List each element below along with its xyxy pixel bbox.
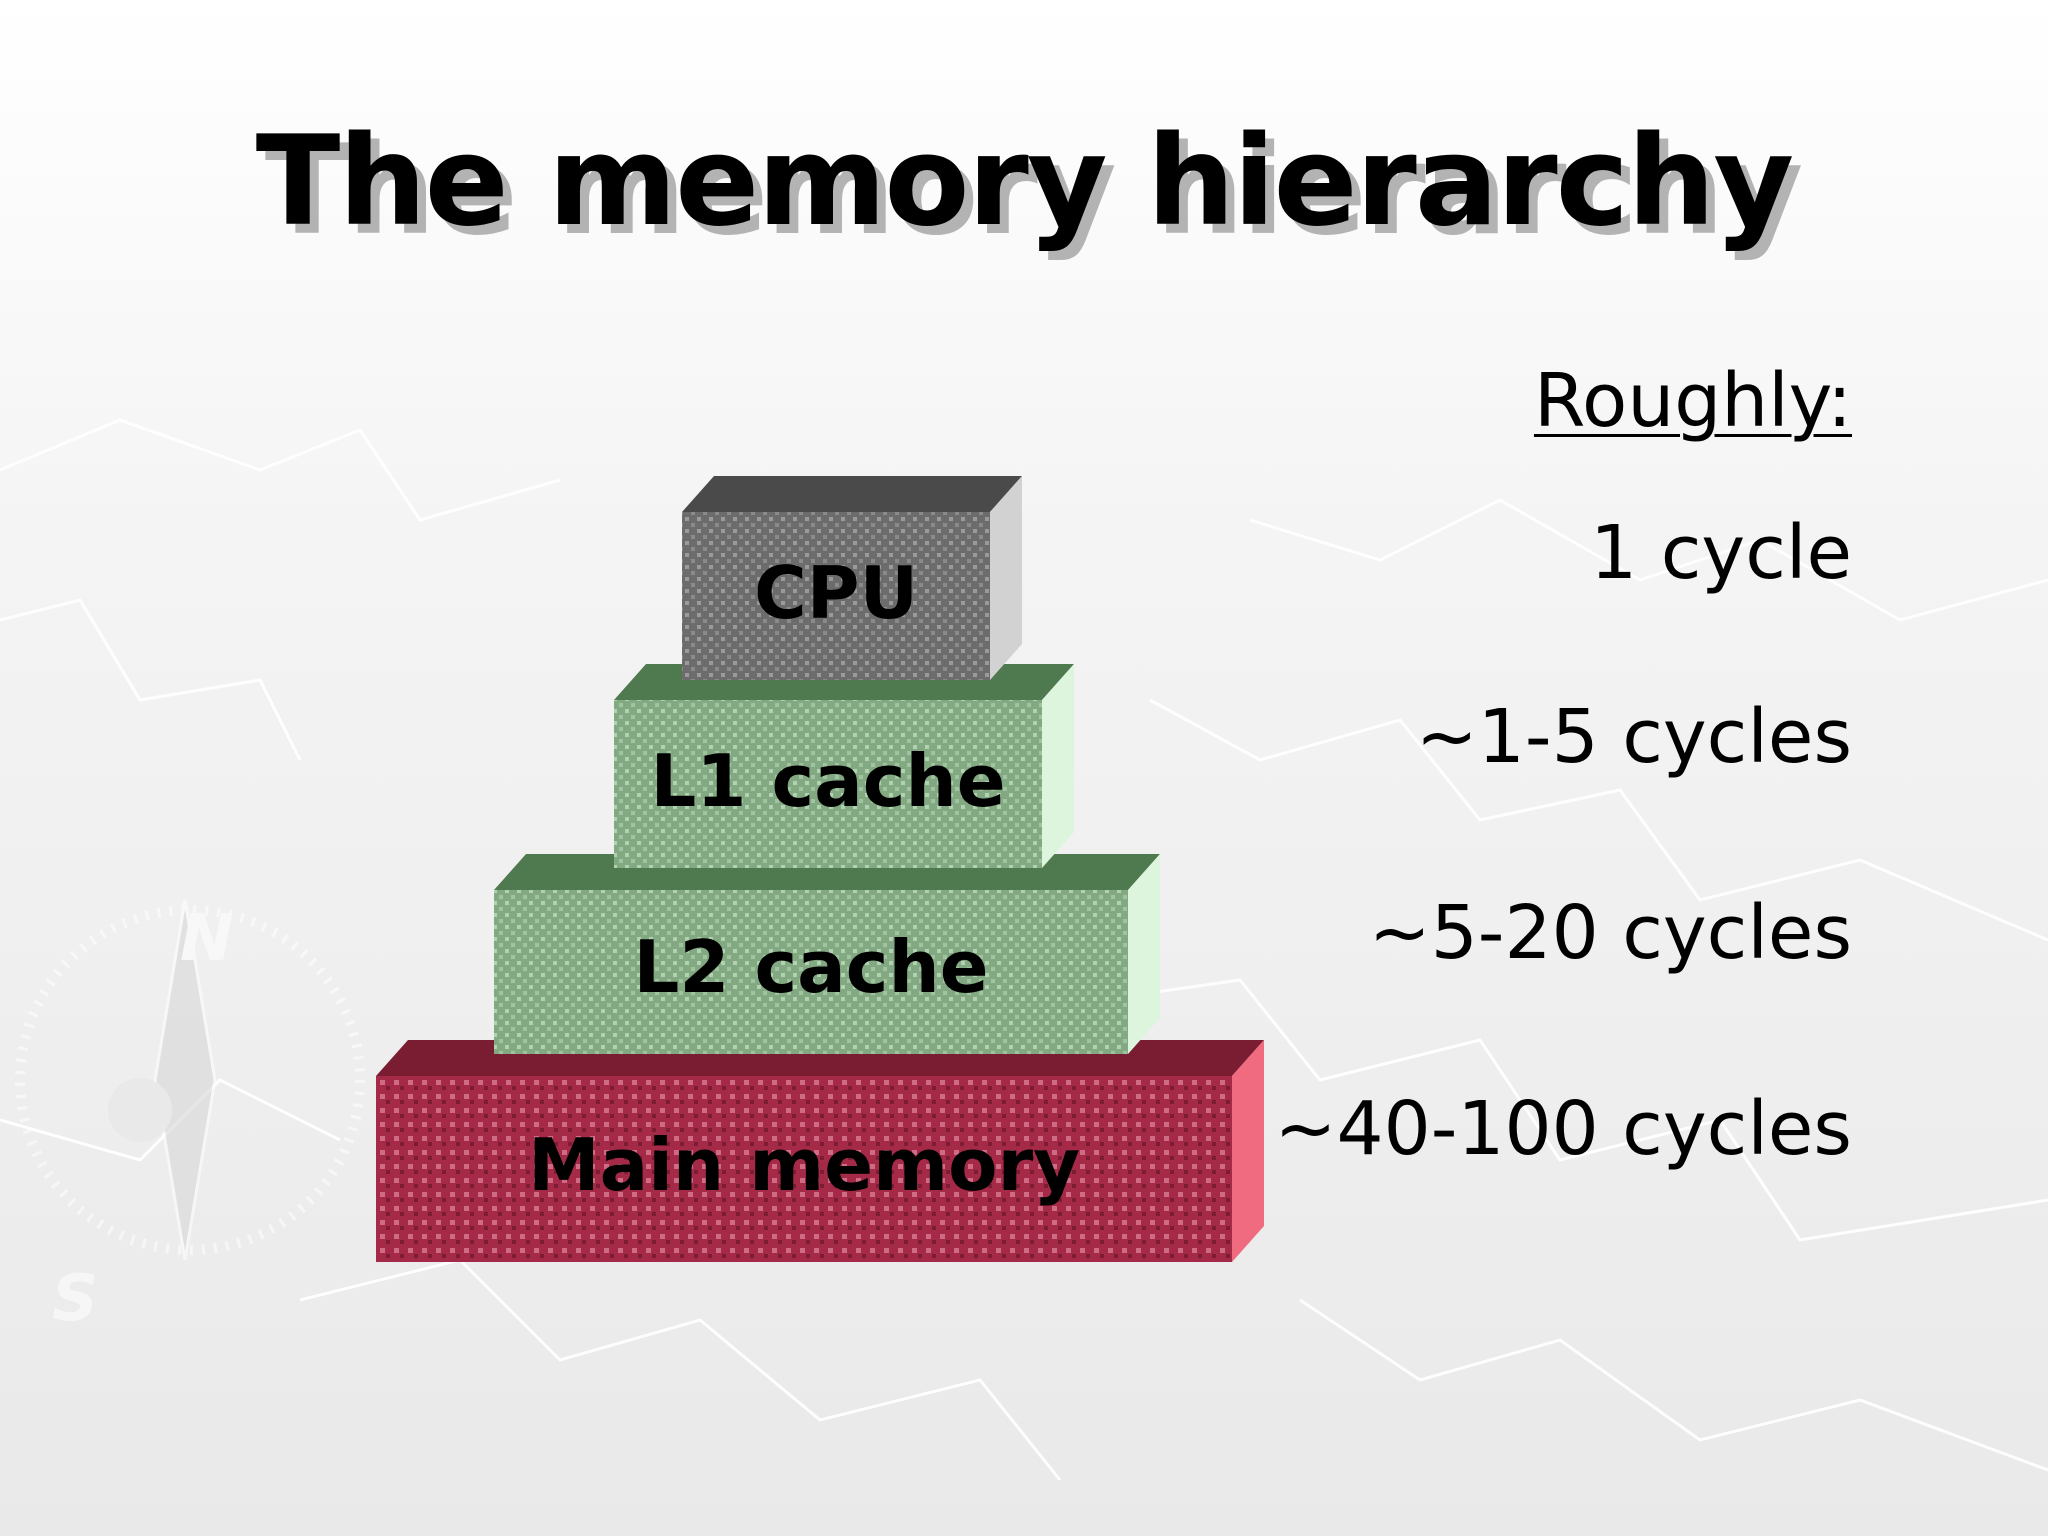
cpu-block: CPU (682, 476, 1022, 680)
latency-l2-cache: ~5-20 cycles (1368, 890, 1852, 976)
compass-letter-s: S (52, 1262, 98, 1336)
compass-letter-n: N (180, 902, 234, 976)
l2-cache-block: L2 cache (494, 854, 1160, 1054)
latency-l1-cache: ~1-5 cycles (1415, 694, 1852, 780)
latency-heading: Roughly: (1533, 358, 1852, 444)
block-label-l1-cache: L1 cache (650, 739, 1005, 823)
block-label-cpu: CPU (754, 551, 918, 635)
block-label-main-memory: Main memory (528, 1123, 1080, 1207)
latency-cpu: 1 cycle (1590, 510, 1852, 596)
l1-cache-block: L1 cache (614, 664, 1074, 868)
block-label-l2-cache: L2 cache (633, 925, 988, 1009)
latency-main-memory: ~40-100 cycles (1274, 1086, 1852, 1172)
main-memory-block: Main memory (376, 1040, 1264, 1262)
page-title: The memory hierarchy (255, 110, 1794, 254)
